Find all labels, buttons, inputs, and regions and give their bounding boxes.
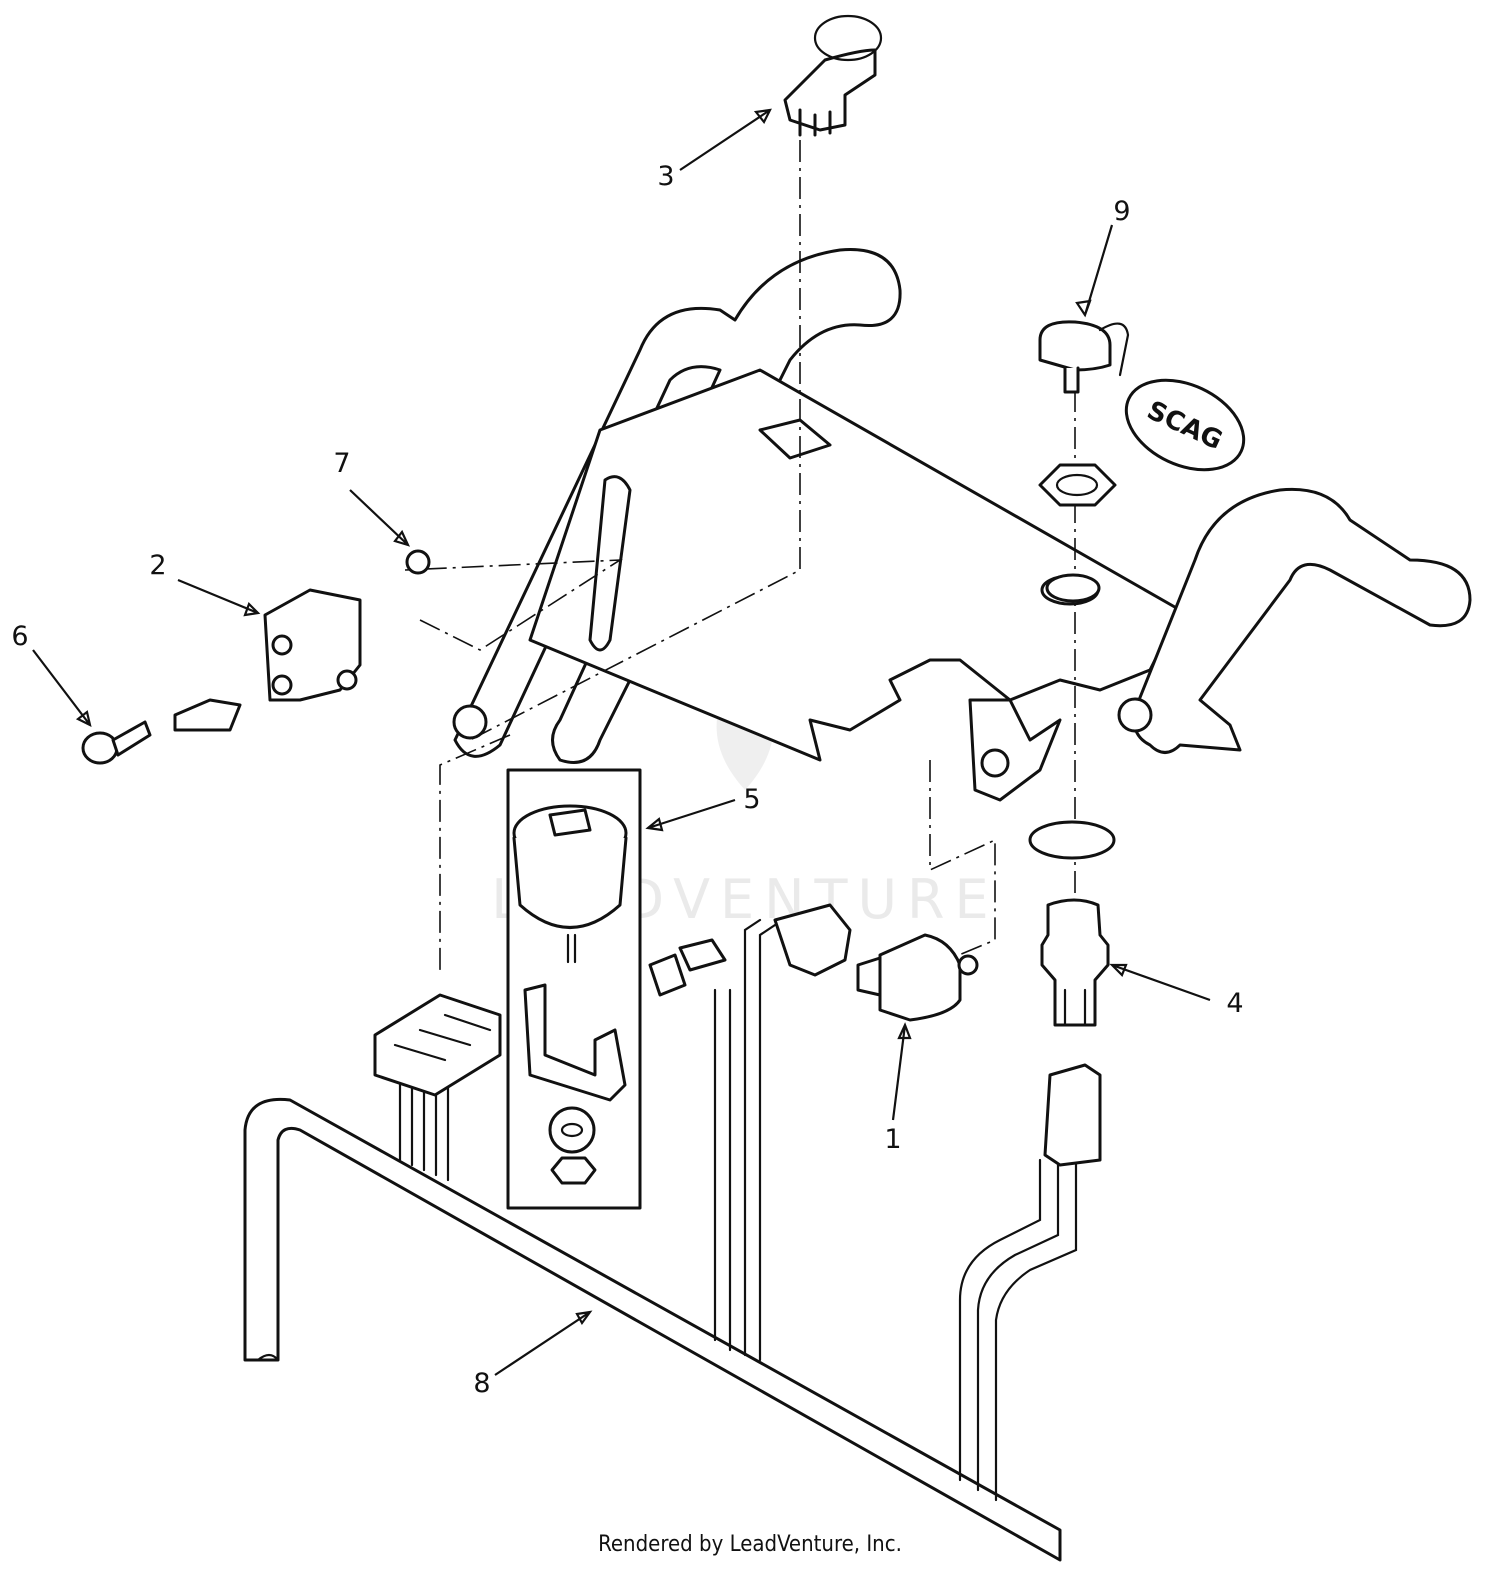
screw-6 xyxy=(81,720,152,765)
ignition-key-9: SCAG xyxy=(1038,320,1246,472)
callout-4: 4 xyxy=(1226,988,1243,1019)
seat-switch-bracket-2 xyxy=(173,588,362,732)
switch-1 xyxy=(856,933,979,1022)
callout-8: 8 xyxy=(473,1368,490,1399)
relay-block xyxy=(373,993,502,1097)
control-panel-bracket xyxy=(452,248,1472,802)
callout-1: 1 xyxy=(884,1124,901,1155)
nut-7 xyxy=(405,549,431,575)
callout-9: 9 xyxy=(1113,196,1130,227)
callout-2: 2 xyxy=(149,550,166,581)
callout-6: 6 xyxy=(11,621,28,652)
callout-labels: 1 2 3 4 5 6 7 8 9 xyxy=(11,161,1243,1399)
callout-arrows xyxy=(32,108,1211,1376)
wire-harness-8 xyxy=(243,918,1078,1562)
hour-meter-kit-5 xyxy=(506,768,642,1210)
callout-5: 5 xyxy=(743,784,760,815)
assembly-lines xyxy=(404,140,1076,1000)
credit-line: Rendered by LeadVenture, Inc. xyxy=(598,1532,902,1557)
rocker-switch-3 xyxy=(783,14,883,137)
callout-3: 3 xyxy=(657,161,674,192)
nut-and-hole xyxy=(1038,463,1117,603)
connectors xyxy=(648,903,1102,1167)
callout-7: 7 xyxy=(333,448,350,479)
ignition-switch-4 xyxy=(1028,820,1116,1027)
